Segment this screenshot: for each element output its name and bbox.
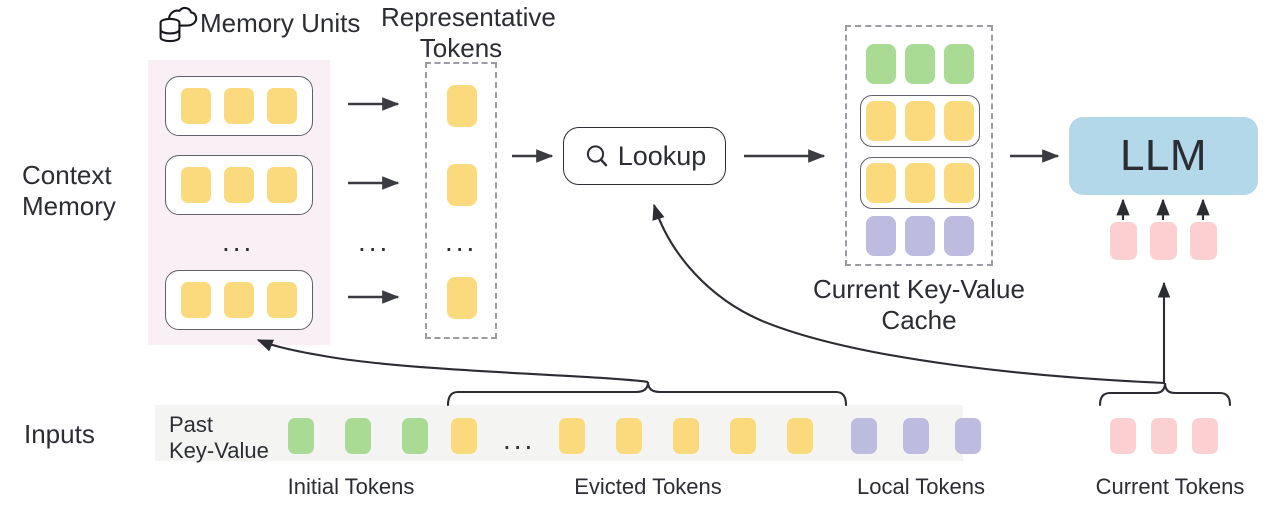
- input-token-evicted-4: [673, 418, 699, 454]
- memory-token: [181, 282, 211, 318]
- input-token-initial-1: [288, 418, 314, 454]
- caption-local-tokens: Local Tokens: [856, 474, 985, 499]
- representative-tokens-label-line2: Tokens: [419, 32, 503, 63]
- lookup-label: Lookup: [617, 140, 707, 171]
- representative-token-1: [447, 85, 477, 127]
- llm-input-token-2: [1150, 222, 1177, 260]
- kv-token-green: [905, 44, 935, 84]
- past-key-value-label-line2: Key-Value: [169, 437, 269, 463]
- kv-cache-row-local: [866, 216, 974, 256]
- memory-units-ellipsis: ...: [222, 226, 255, 257]
- memory-token: [181, 88, 211, 124]
- kv-token-purple: [866, 216, 896, 256]
- kv-cache-label-line2: Cache: [881, 304, 957, 335]
- input-token-evicted-1: [451, 418, 477, 454]
- search-icon: [583, 142, 611, 170]
- kv-cache-row-retrieved-1: [866, 101, 974, 141]
- input-token-local-1: [851, 418, 877, 454]
- llm-label: LLM: [1119, 131, 1208, 180]
- input-token-current-3: [1192, 418, 1218, 454]
- representative-token-2: [447, 164, 477, 206]
- input-token-current-1: [1110, 418, 1136, 454]
- memory-units-label: Memory Units: [200, 8, 361, 38]
- representative-tokens-label: Representative Tokens: [381, 2, 556, 63]
- kv-token-yellow: [905, 101, 935, 141]
- kv-token-green: [866, 44, 896, 84]
- cloud-database-icon: [155, 4, 199, 48]
- memory-token: [224, 167, 254, 203]
- input-token-local-3: [955, 418, 981, 454]
- past-key-value-label: Past Key-Value: [169, 412, 269, 464]
- input-token-initial-3: [402, 418, 428, 454]
- kv-token-yellow: [905, 163, 935, 203]
- past-key-value-label-line1: Past: [169, 412, 214, 437]
- input-token-local-2: [903, 418, 929, 454]
- representative-token-3: [447, 277, 477, 319]
- input-token-evicted-3: [616, 418, 642, 454]
- kv-token-yellow: [866, 101, 896, 141]
- inputs-ellipsis: ...: [503, 424, 536, 455]
- kv-token-yellow: [944, 163, 974, 203]
- memory-unit-3[interactable]: [165, 270, 313, 330]
- llm-input-token-1: [1110, 222, 1137, 260]
- caption-evicted-tokens: Evicted Tokens: [574, 474, 722, 499]
- kv-token-purple: [905, 216, 935, 256]
- input-token-current-2: [1151, 418, 1177, 454]
- input-token-evicted-6: [787, 418, 813, 454]
- memory-token: [224, 282, 254, 318]
- lookup-button[interactable]: Lookup: [563, 127, 726, 185]
- brace-evicted-tokens: [446, 381, 848, 407]
- input-token-initial-2: [345, 418, 371, 454]
- memory-unit-2[interactable]: [165, 155, 313, 215]
- representative-tokens-box: [425, 62, 497, 339]
- row-label-context-memory: Context Memory: [22, 160, 116, 221]
- kv-cache-row-retrieved-2: [866, 163, 974, 203]
- kv-cache-label: Current Key-Value Cache: [809, 274, 1029, 335]
- kv-cache-row-initial: [866, 44, 974, 84]
- kv-token-yellow: [866, 163, 896, 203]
- memory-token: [224, 88, 254, 124]
- memory-token: [267, 282, 297, 318]
- row-label-inputs: Inputs: [24, 419, 95, 449]
- arrow-memory-to-representative: [348, 97, 400, 304]
- arrow-evicted-to-context-memory: [256, 339, 649, 384]
- brace-current-tokens: [1098, 382, 1232, 407]
- arrow-column-ellipsis: ...: [358, 226, 391, 257]
- memory-token: [181, 167, 211, 203]
- memory-unit-1[interactable]: [165, 76, 313, 136]
- arrow-current-tokens-to-llm: [1116, 198, 1210, 220]
- caption-initial-tokens: Initial Tokens: [287, 474, 415, 499]
- representative-tokens-label-line1: Representative: [381, 2, 556, 32]
- input-token-evicted-2: [559, 418, 585, 454]
- llm-input-token-3: [1190, 222, 1217, 260]
- memory-token: [267, 88, 297, 124]
- context-memory-label-line2: Memory: [22, 190, 116, 221]
- kv-cache-label-line1: Current Key-Value: [813, 274, 1025, 304]
- kv-token-purple: [944, 216, 974, 256]
- context-memory-label-line1: Context: [22, 160, 112, 190]
- kv-token-green: [944, 44, 974, 84]
- representative-tokens-ellipsis: ...: [445, 226, 478, 257]
- caption-current-tokens: Current Tokens: [1095, 474, 1245, 499]
- llm-box[interactable]: LLM: [1069, 117, 1258, 195]
- kv-token-yellow: [944, 101, 974, 141]
- input-token-evicted-5: [730, 418, 756, 454]
- memory-token: [267, 167, 297, 203]
